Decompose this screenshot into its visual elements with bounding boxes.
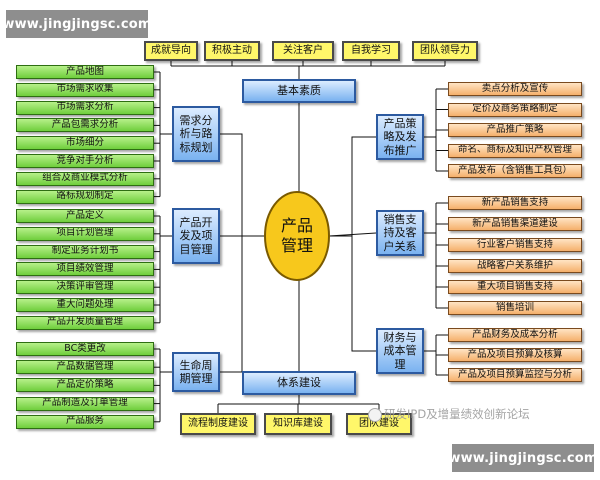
- right-item-box: 产品发布（含销售工具包）: [448, 164, 582, 178]
- trait-box: 自我学习: [342, 41, 400, 61]
- left-item-box: 产品制造及订单管理: [16, 396, 154, 411]
- right-item-box: 产品推广策略: [448, 123, 582, 137]
- left-item-box: 项目计划管理: [16, 226, 154, 241]
- top-hub: 基本素质: [242, 79, 356, 103]
- left-item-box: 决策评审管理: [16, 280, 154, 295]
- left-item-box: 产品开发质量管理: [16, 315, 154, 330]
- trait-box: 成就导向: [144, 41, 198, 61]
- bottom-item-box: 知识库建设: [264, 413, 332, 435]
- left-item-box: 重大问题处理: [16, 298, 154, 312]
- left-item-box: 路标规划制定: [16, 189, 154, 204]
- left-item-box: BC类更改: [16, 342, 154, 356]
- right-group-label: 产品策 略及发 布推广: [376, 114, 424, 160]
- center-left-top-connector: [220, 133, 265, 237]
- right-item-box: 新产品销售渠道建设: [448, 217, 582, 231]
- right-group-label: 财务与 成本管 理: [376, 328, 424, 374]
- trait-box: 积极主动: [204, 41, 260, 61]
- left-item-box: 产品地图: [16, 65, 154, 79]
- center-right-top-connector: [329, 136, 376, 237]
- left-item-box: 产品定价策略: [16, 378, 154, 393]
- left-group-label: 需求分 析与路 标规划: [172, 106, 220, 162]
- left-group-label: 产品开 发及项 目管理: [172, 208, 220, 264]
- center-label: 产品 管理: [280, 216, 313, 255]
- center-right-mid-connector: [328, 232, 377, 237]
- left-item-box: 市场需求收集: [16, 82, 154, 97]
- right-item-box: 产品财务及成本分析: [448, 328, 582, 342]
- right-item-box: 战略客户关系维护: [448, 259, 582, 273]
- left-item-box: 产品包需求分析: [16, 118, 154, 133]
- watermark: 研发IPD及增量绩效创新论坛: [384, 407, 530, 421]
- right-group-label: 销售支 持及客 户关系: [376, 210, 424, 256]
- left-item-box: 制定业务计划书: [16, 244, 154, 259]
- center-left-bottom-connector: [220, 236, 243, 373]
- left-item-box: 组合及商业模式分析: [16, 171, 154, 186]
- right-item-box: 产品及项目预算监控与分析: [448, 368, 582, 382]
- bottom-item-box: 流程制度建设: [180, 413, 256, 435]
- center-right-bottom-connector: [351, 236, 376, 352]
- trait-box: 关注客户: [272, 41, 334, 61]
- right-item-box: 销售培训: [448, 301, 582, 315]
- left-item-box: 产品服务: [16, 414, 154, 429]
- left-item-box: 市场细分: [16, 136, 154, 151]
- watermark-icon: [368, 408, 382, 422]
- right-item-box: 产品及项目预算及核算: [448, 348, 582, 362]
- site-banner-bottom: www.jingjingsc.com: [448, 444, 597, 472]
- site-banner-top: www.jingjingsc.com: [2, 10, 151, 38]
- right-item-box: 新产品销售支持: [448, 196, 582, 210]
- right-item-box: 定价及商务策略制定: [448, 102, 582, 117]
- right-item-box: 卖点分析及宣传: [448, 82, 582, 96]
- connector-lines: [154, 61, 448, 423]
- center-ellipse: [264, 191, 330, 281]
- left-item-box: 产品定义: [16, 209, 154, 223]
- left-item-box: 产品数据管理: [16, 360, 154, 375]
- trait-box: 团队领导力: [412, 41, 478, 61]
- right-item-box: 命名、商标及知识产权管理: [448, 143, 582, 158]
- left-item-box: 竞争对手分析: [16, 154, 154, 168]
- left-group-label: 生命周 期管理: [172, 352, 220, 392]
- left-item-box: 市场需求分析: [16, 100, 154, 115]
- right-item-box: 行业客户销售支持: [448, 238, 582, 252]
- left-item-box: 项目绩效管理: [16, 262, 154, 277]
- right-item-box: 重大项目销售支持: [448, 280, 582, 294]
- bottom-hub: 体系建设: [242, 371, 356, 395]
